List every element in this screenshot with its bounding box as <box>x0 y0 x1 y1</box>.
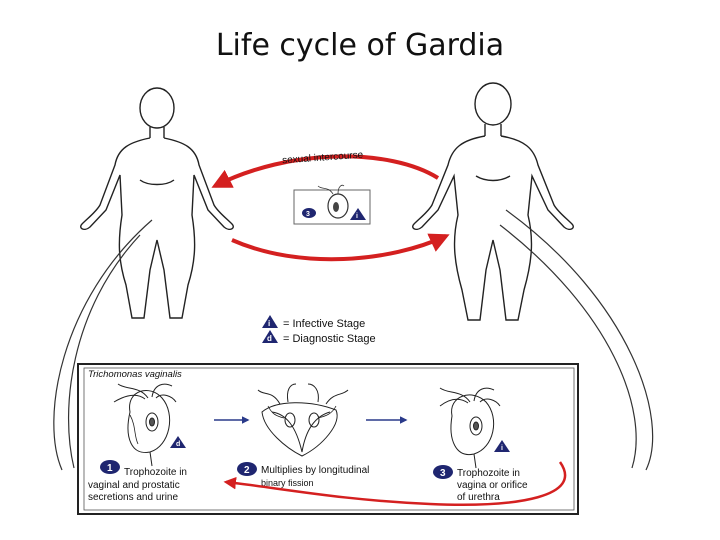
stage-3-line1: Trophozoite in <box>457 468 520 479</box>
stage-2-badge <box>237 462 257 476</box>
stage-2-line1: Multiplies by longitudinal <box>261 465 369 476</box>
stage-3-trophozoite <box>439 387 510 469</box>
legend: i = Infective Stage d = Diagnostic Stage <box>262 315 376 345</box>
human-figure-female <box>80 87 234 319</box>
human-figure-male <box>412 82 574 321</box>
stage-1-line1: Trophozoite in <box>124 467 187 478</box>
legend-infective-text: = Infective Stage <box>283 318 365 330</box>
stage-3-badge <box>433 465 453 479</box>
legend-infective-marker: i <box>268 319 270 328</box>
stage-3-line2: vagina or orifice <box>457 480 528 491</box>
stage-2-number: 2 <box>244 465 250 476</box>
stage-3-line3: of urethra <box>457 492 500 503</box>
outer-curve-right <box>505 209 654 471</box>
panel-heading: Trichomonas vaginalis <box>88 369 182 380</box>
outer-curve-left-inner <box>67 234 141 469</box>
arrow-female-to-male <box>231 233 450 262</box>
arrow-male-to-female <box>211 154 440 188</box>
stage-1-trophozoite <box>113 383 186 467</box>
stage-2-binary-fission <box>257 383 349 457</box>
stage-2-line2: binary fission <box>261 478 314 488</box>
legend-diagnostic-marker: d <box>267 334 272 343</box>
arrow-stage3-to-stage1 <box>223 461 567 506</box>
legend-diagnostic-text: = Diagnostic Stage <box>283 333 376 345</box>
page-title: Life cycle of Gardia <box>215 28 505 63</box>
stage-1-marker: d <box>176 441 180 448</box>
outer-curve-right-inner <box>499 224 637 469</box>
inset-badge-3: 3 <box>306 211 310 218</box>
stage-1-number: 1 <box>107 463 113 474</box>
stage-1-badge <box>100 460 120 474</box>
outer-curve-left <box>53 219 153 471</box>
stage-1-line3: secretions and urine <box>88 492 178 503</box>
trichomonas-panel: Trichomonas vaginalis d <box>77 363 579 515</box>
stage-3-number: 3 <box>440 468 446 479</box>
center-inset: 3 i <box>293 184 371 225</box>
inset-badge-i: i <box>356 213 358 220</box>
sexual-intercourse-label: sexual intercourse <box>282 150 364 167</box>
stage-3-marker: i <box>501 445 503 452</box>
stage-1-line2: vaginal and prostatic <box>88 480 180 491</box>
